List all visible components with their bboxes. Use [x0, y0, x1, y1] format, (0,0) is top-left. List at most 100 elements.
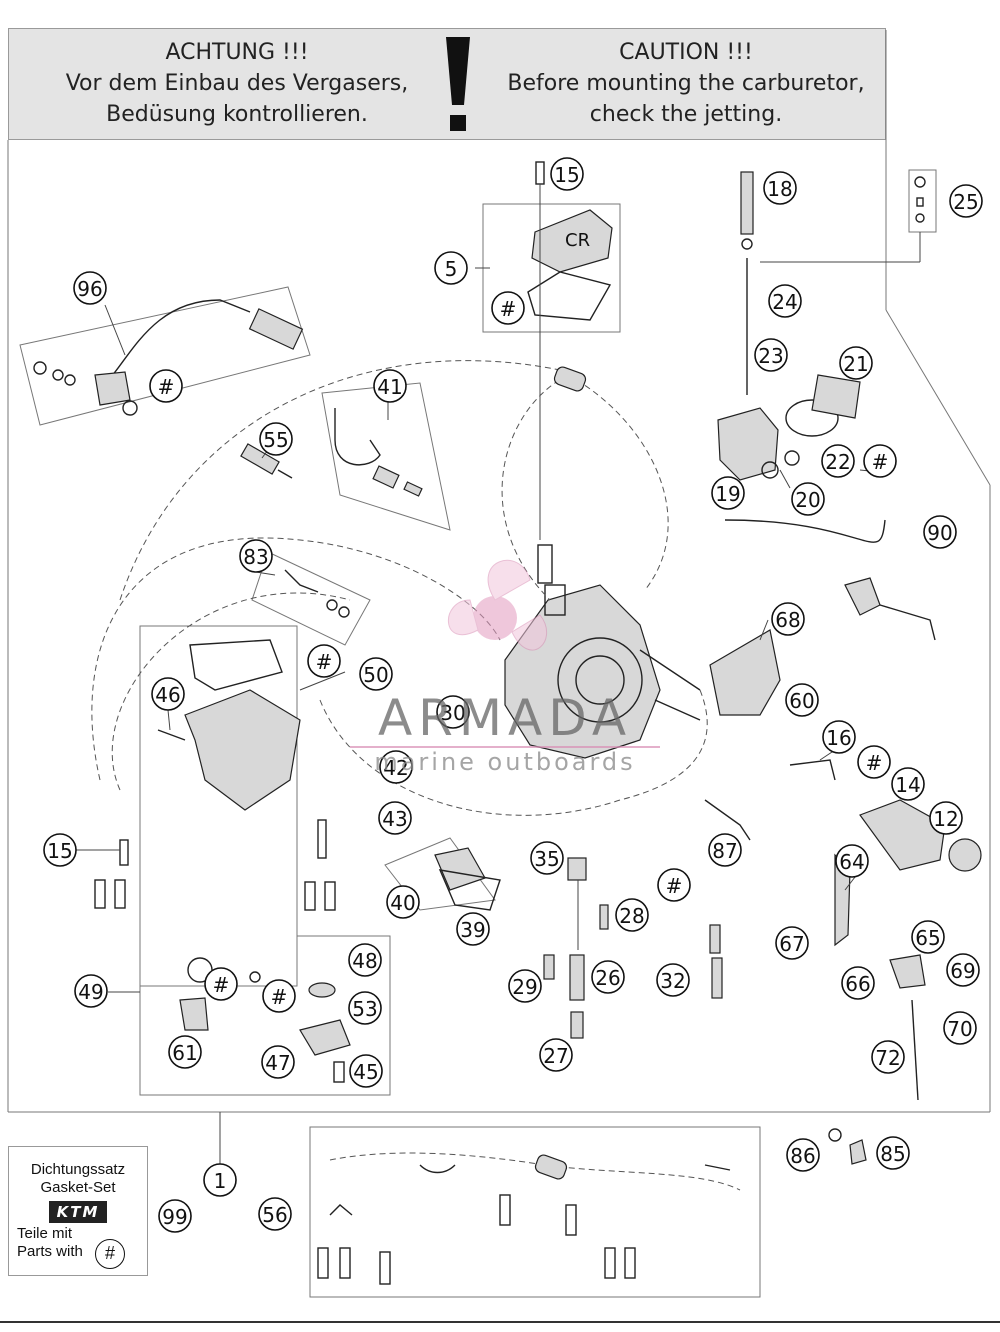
callout-96-label: 96: [77, 277, 102, 301]
callout-gasket-kit-marker-label: #: [158, 375, 175, 399]
callout-86-label: 86: [790, 1144, 815, 1168]
callout-53-label: 53: [352, 997, 377, 1021]
callout-49-label: 49: [78, 980, 103, 1004]
callout-72-label: 72: [875, 1046, 900, 1070]
caution-banner: ACHTUNG !!! Vor dem Einbau des Vergasers…: [8, 28, 886, 140]
warning-german-line-2: Vor dem Einbau des Vergasers,: [65, 71, 409, 96]
callout-gasket-kit-marker-label: #: [666, 874, 683, 898]
callout-70-label: 70: [947, 1017, 972, 1041]
callout-43: 43: [378, 801, 412, 835]
callout-99-label: 99: [162, 1205, 187, 1229]
callout-30: 30: [436, 695, 470, 729]
callout-gasket-kit-marker: #: [149, 369, 183, 403]
callout-20: 20: [791, 482, 825, 516]
callout-24-label: 24: [772, 290, 797, 314]
callout-25-label: 25: [953, 190, 978, 214]
callout-32: 32: [656, 963, 690, 997]
callout-22-label: 22: [825, 450, 850, 474]
callout-27: 27: [539, 1038, 573, 1072]
callout-30-label: 30: [440, 701, 465, 725]
watermark-propeller-icon: [448, 559, 547, 651]
callout-39: 39: [456, 912, 490, 946]
callout-32-label: 32: [660, 969, 685, 993]
callout-40-label: 40: [390, 891, 415, 915]
callout-5-label: 5: [445, 257, 458, 281]
needle-assembly: [740, 171, 926, 395]
callout-66-label: 66: [845, 972, 870, 996]
callout-43-label: 43: [382, 807, 407, 831]
callout-60-label: 60: [789, 689, 814, 713]
callout-65-label: 65: [915, 926, 940, 950]
gasket-kit-parts-en: Parts with: [17, 1243, 83, 1260]
exclamation-icon: [446, 37, 470, 131]
callout-85-label: 85: [880, 1142, 905, 1166]
callout-56-label: 56: [262, 1203, 287, 1227]
callout-68: 68: [771, 602, 805, 636]
callout-41-label: 41: [377, 375, 402, 399]
callout-64: 64: [835, 844, 869, 878]
callout-gasket-kit-marker-label: #: [872, 450, 889, 474]
callout-45: 45: [349, 1054, 383, 1088]
callout-83: 83: [239, 539, 273, 573]
callout-46: 46: [151, 677, 185, 711]
callout-53: 53: [348, 991, 382, 1025]
accelerator-pump: [717, 374, 861, 481]
callout-gasket-kit-marker-label: #: [271, 985, 288, 1009]
callout-68-label: 68: [775, 608, 800, 632]
callout-gasket-kit-marker: #: [857, 745, 891, 779]
callout-14-label: 14: [895, 773, 920, 797]
warning-english-title: CAUTION !!!: [619, 40, 753, 65]
gasket-kit-symbol: #: [95, 1239, 125, 1269]
callout-28: 28: [615, 898, 649, 932]
throttle-sensor: [33, 299, 304, 416]
top-cover-label: CR: [565, 230, 590, 251]
callout-56: 56: [258, 1197, 292, 1231]
callout-12-label: 12: [933, 807, 958, 831]
callout-15: 15: [43, 833, 77, 867]
callout-22: 22: [821, 444, 855, 478]
callout-50-label: 50: [363, 663, 388, 687]
callout-5: 5: [434, 251, 468, 285]
small-parts-kit: [317, 1164, 731, 1285]
callout-46-label: 46: [155, 683, 180, 707]
callout-15: 15: [550, 157, 584, 191]
callout-24: 24: [768, 284, 802, 318]
callout-29: 29: [508, 969, 542, 1003]
callout-50: 50: [359, 657, 393, 691]
gasket-kit-label-en: Gasket-Set: [40, 1179, 116, 1196]
callout-27-label: 27: [543, 1044, 568, 1068]
callout-26: 26: [591, 960, 625, 994]
callout-87-label: 87: [712, 839, 737, 863]
callout-15-label: 15: [47, 839, 72, 863]
callout-96: 96: [73, 271, 107, 305]
callout-gasket-kit-marker: #: [657, 868, 691, 902]
callout-26-label: 26: [595, 966, 620, 990]
callout-64-label: 64: [839, 850, 864, 874]
warning-english: CAUTION !!! Before mounting the carburet…: [506, 37, 866, 130]
callout-61-label: 61: [172, 1041, 197, 1065]
group-boxes: [19, 169, 937, 1298]
callout-72: 72: [871, 1040, 905, 1074]
callout-39-label: 39: [460, 918, 485, 942]
callout-85: 85: [876, 1136, 910, 1170]
callout-66: 66: [841, 966, 875, 1000]
callout-70: 70: [943, 1011, 977, 1045]
callout-14: 14: [891, 767, 925, 801]
callout-16: 16: [822, 720, 856, 754]
callout-67-label: 67: [779, 932, 804, 956]
callout-19: 19: [711, 476, 745, 510]
callout-65: 65: [911, 920, 945, 954]
callout-35: 35: [530, 841, 564, 875]
callout-49: 49: [74, 974, 108, 1008]
top-cover: CR: [527, 161, 613, 540]
callout-gasket-kit-marker: #: [863, 444, 897, 478]
carburetor-body: [504, 544, 701, 759]
vent-hoses: [91, 360, 741, 1191]
callout-21: 21: [839, 346, 873, 380]
callout-gasket-kit-marker: #: [204, 967, 238, 1001]
callout-19-label: 19: [715, 482, 740, 506]
callout-67: 67: [775, 926, 809, 960]
gasket-kit-parts-de: Teile mit: [17, 1225, 73, 1242]
callout-1: 1: [203, 1163, 237, 1197]
